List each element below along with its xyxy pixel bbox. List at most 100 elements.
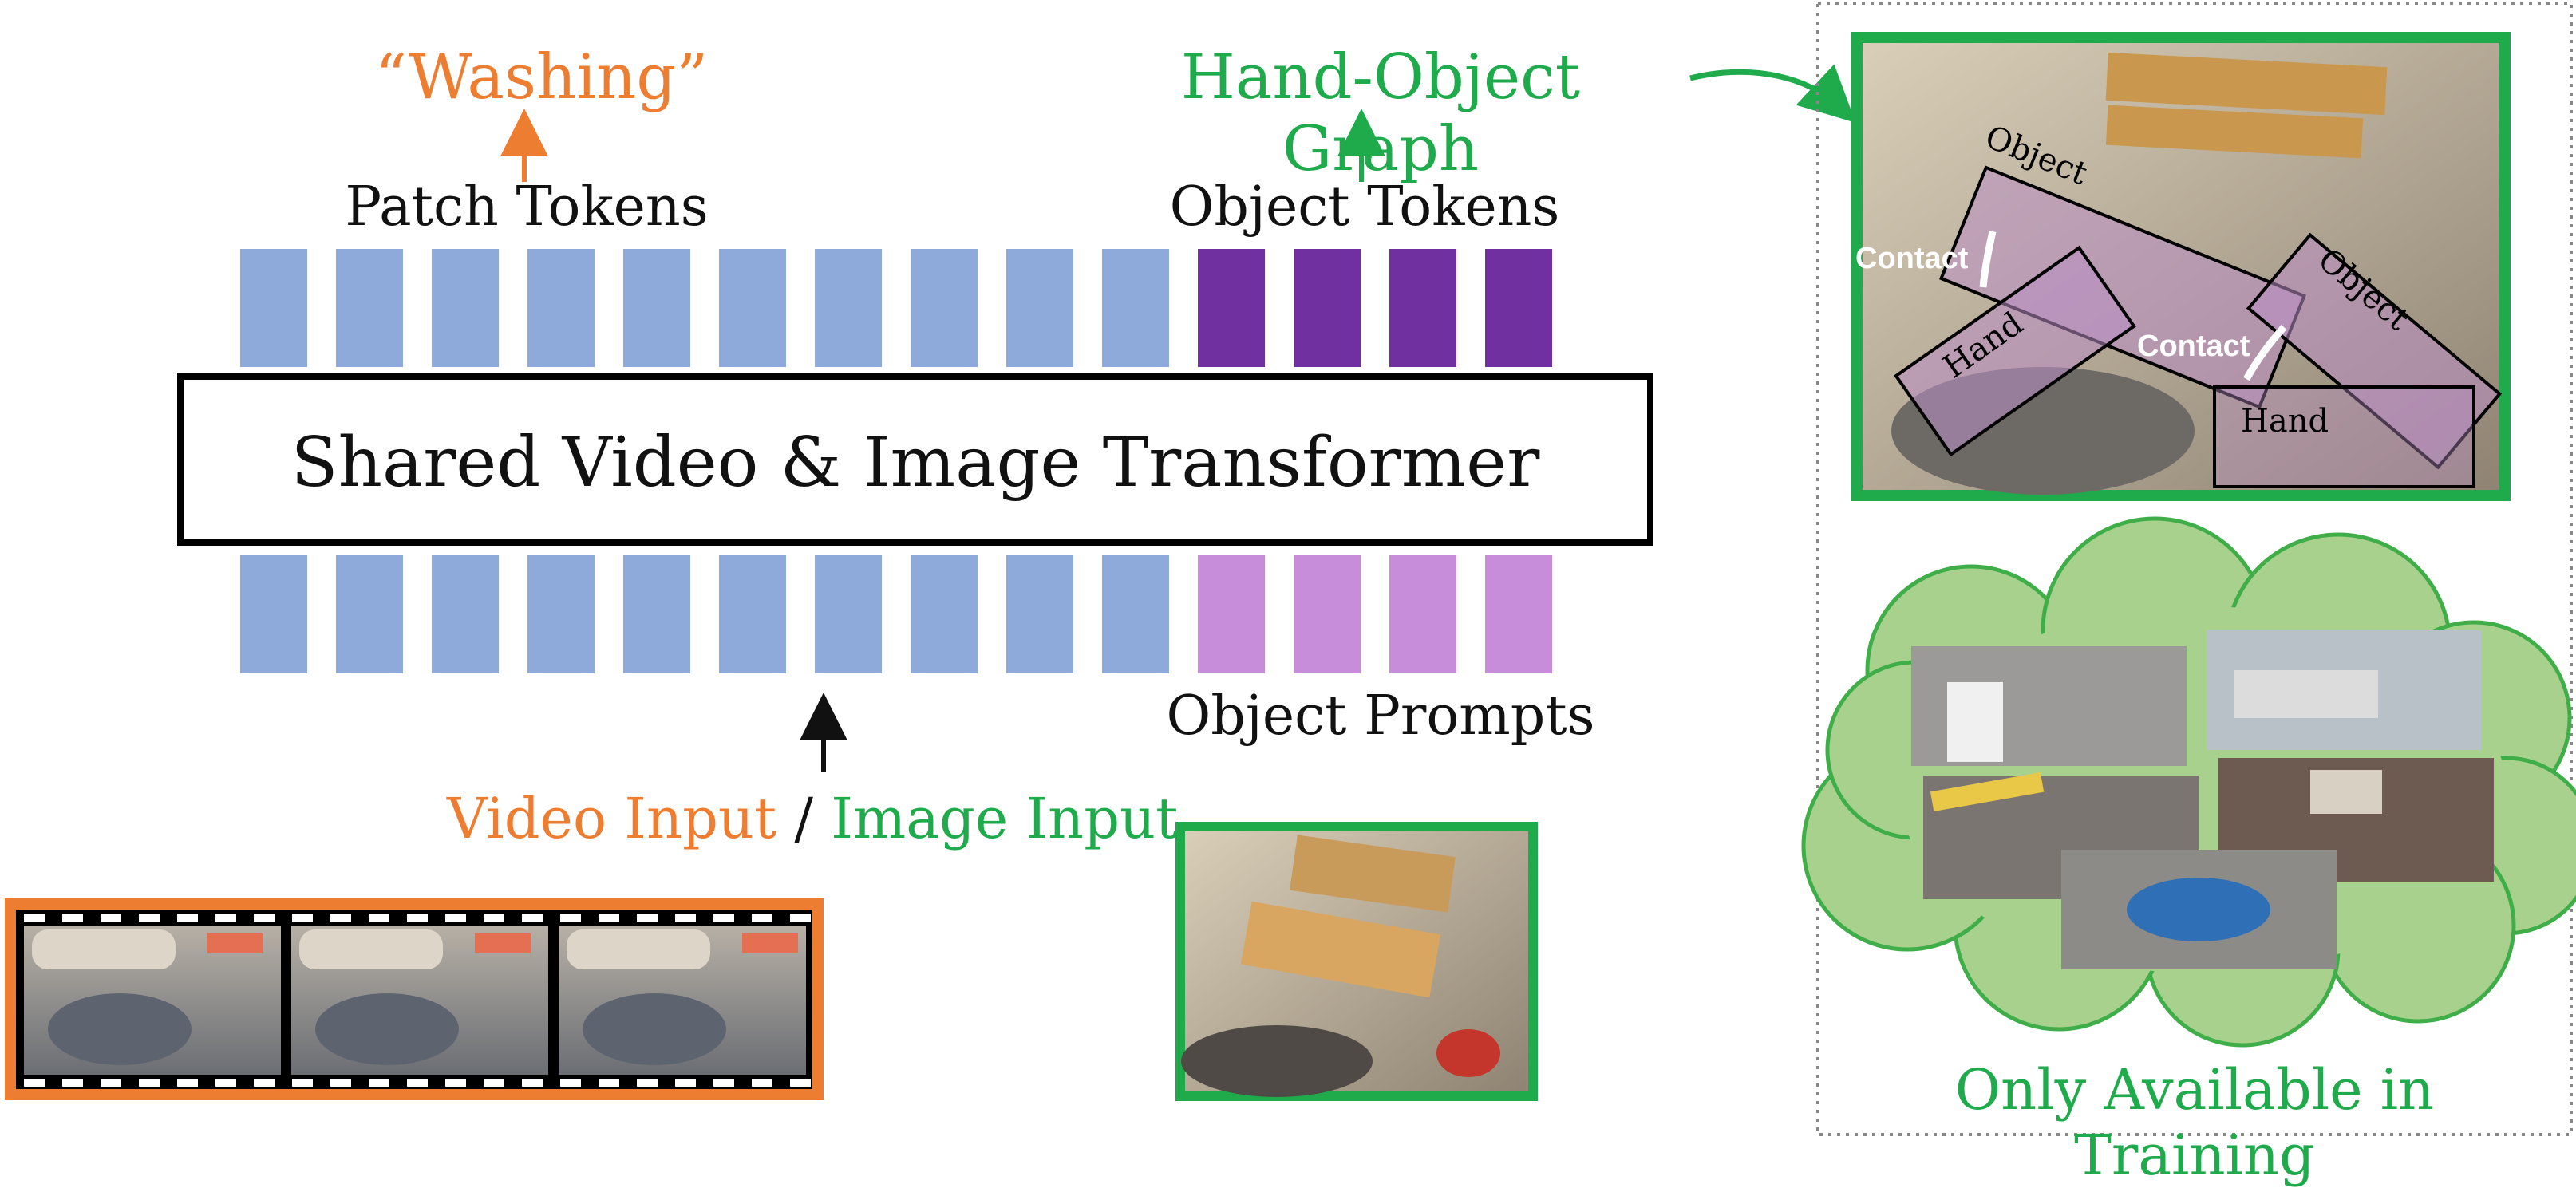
film-hole bbox=[599, 1079, 619, 1087]
film-hole bbox=[369, 914, 389, 922]
film-hole bbox=[484, 914, 504, 922]
input-separator: / bbox=[794, 786, 813, 851]
patch-token-block bbox=[911, 249, 978, 367]
film-hole bbox=[330, 1079, 351, 1087]
transformer-box bbox=[177, 373, 1653, 546]
object-prompts-label: Object Prompts bbox=[1166, 685, 1595, 748]
film-hole bbox=[713, 914, 734, 922]
film-hole bbox=[177, 1079, 198, 1087]
film-hole bbox=[369, 1079, 389, 1087]
diagram-canvas bbox=[5, 2, 2576, 1136]
patch-token-block bbox=[432, 249, 499, 367]
patch-token-block bbox=[1102, 555, 1169, 673]
graph-hand-label-2: Hand bbox=[2241, 403, 2329, 440]
patch-token-block bbox=[240, 555, 307, 673]
object-tokens-label: Object Tokens bbox=[1169, 176, 1560, 239]
film-strip-icon bbox=[5, 898, 824, 1100]
film-hole bbox=[62, 1079, 83, 1087]
film-hole bbox=[215, 914, 236, 922]
video-input-label: Video Input bbox=[447, 786, 777, 851]
film-hole bbox=[752, 1079, 772, 1087]
film-hole bbox=[675, 1079, 696, 1087]
film-hole bbox=[24, 1079, 45, 1087]
patch-token-block bbox=[1006, 555, 1073, 673]
film-hole bbox=[484, 1079, 504, 1087]
object-prompt-block bbox=[1198, 555, 1265, 673]
image-input-frame bbox=[1175, 822, 1538, 1101]
graph-contact-label-1: Contact bbox=[1855, 242, 1969, 275]
film-hole bbox=[790, 1079, 811, 1087]
patch-token-block bbox=[719, 555, 786, 673]
hand-box-1 bbox=[1894, 245, 2136, 457]
film-hole bbox=[599, 914, 619, 922]
film-hole bbox=[292, 914, 313, 922]
object-token-block bbox=[1294, 249, 1361, 367]
video-frame-1 bbox=[24, 926, 281, 1075]
object-token-block bbox=[1485, 249, 1552, 367]
patch-token-block bbox=[815, 249, 882, 367]
film-hole bbox=[560, 1079, 581, 1087]
film-hole bbox=[139, 1079, 160, 1087]
patch-token-block bbox=[911, 555, 978, 673]
object-token-block bbox=[1389, 249, 1456, 367]
film-hole bbox=[139, 914, 160, 922]
patch-token-block bbox=[623, 555, 690, 673]
film-hole bbox=[675, 914, 696, 922]
video-frame-3 bbox=[559, 926, 806, 1075]
film-hole bbox=[522, 914, 543, 922]
film-hole bbox=[560, 914, 581, 922]
graph-label: Hand-Object Graph bbox=[1180, 41, 1581, 185]
patch-token-block bbox=[240, 249, 307, 367]
patch-token-block bbox=[1006, 249, 1073, 367]
patch-token-block bbox=[527, 555, 595, 673]
patch-token-block bbox=[815, 555, 882, 673]
input-labels: Video Input / Image Input bbox=[447, 786, 1178, 851]
patch-token-block bbox=[1102, 249, 1169, 367]
film-hole bbox=[637, 1079, 658, 1087]
patch-token-block bbox=[336, 249, 403, 367]
patch-token-block bbox=[527, 249, 595, 367]
patch-token-block bbox=[623, 249, 690, 367]
contact-line-2 bbox=[2243, 324, 2287, 381]
film-hole bbox=[752, 914, 772, 922]
patch-token-block bbox=[719, 249, 786, 367]
film-hole bbox=[407, 1079, 428, 1087]
film-hole bbox=[445, 914, 466, 922]
graph-contact-label-2: Contact bbox=[2137, 330, 2250, 363]
film-hole bbox=[24, 914, 45, 922]
training-note: Only Available in Training bbox=[1954, 1057, 2435, 1188]
film-hole bbox=[62, 914, 83, 922]
film-hole bbox=[637, 914, 658, 922]
object-prompt-block bbox=[1294, 555, 1361, 673]
action-label: “Washing” bbox=[375, 41, 709, 113]
transformer-label: Shared Video & Image Transformer bbox=[290, 423, 1540, 503]
film-hole bbox=[790, 914, 811, 922]
film-hole bbox=[445, 1079, 466, 1087]
patch-token-block bbox=[432, 555, 499, 673]
bottom-token-row bbox=[240, 555, 1552, 673]
film-hole bbox=[292, 1079, 313, 1087]
film-hole bbox=[215, 1079, 236, 1087]
film-hole bbox=[177, 914, 198, 922]
training-panel bbox=[1816, 2, 2573, 1136]
film-hole bbox=[101, 1079, 121, 1087]
object-prompt-block bbox=[1389, 555, 1456, 673]
film-hole bbox=[254, 914, 275, 922]
film-hole bbox=[101, 914, 121, 922]
film-hole bbox=[713, 1079, 734, 1087]
training-thumbnails bbox=[1911, 630, 2494, 969]
patch-token-block bbox=[336, 555, 403, 673]
image-input-label: Image Input bbox=[831, 786, 1179, 851]
hand-object-graph-image bbox=[1851, 32, 2511, 501]
video-frame-2 bbox=[291, 926, 548, 1075]
film-hole bbox=[522, 1079, 543, 1087]
object-prompt-block bbox=[1485, 555, 1552, 673]
film-hole bbox=[254, 1079, 275, 1087]
film-hole bbox=[330, 914, 351, 922]
curved-arrow-icon bbox=[1689, 64, 1856, 123]
hand-box-2 bbox=[2213, 385, 2475, 488]
object-token-block bbox=[1198, 249, 1265, 367]
top-token-row bbox=[240, 249, 1552, 367]
patch-tokens-label: Patch Tokens bbox=[345, 176, 709, 239]
contact-line-1 bbox=[1979, 231, 1997, 288]
